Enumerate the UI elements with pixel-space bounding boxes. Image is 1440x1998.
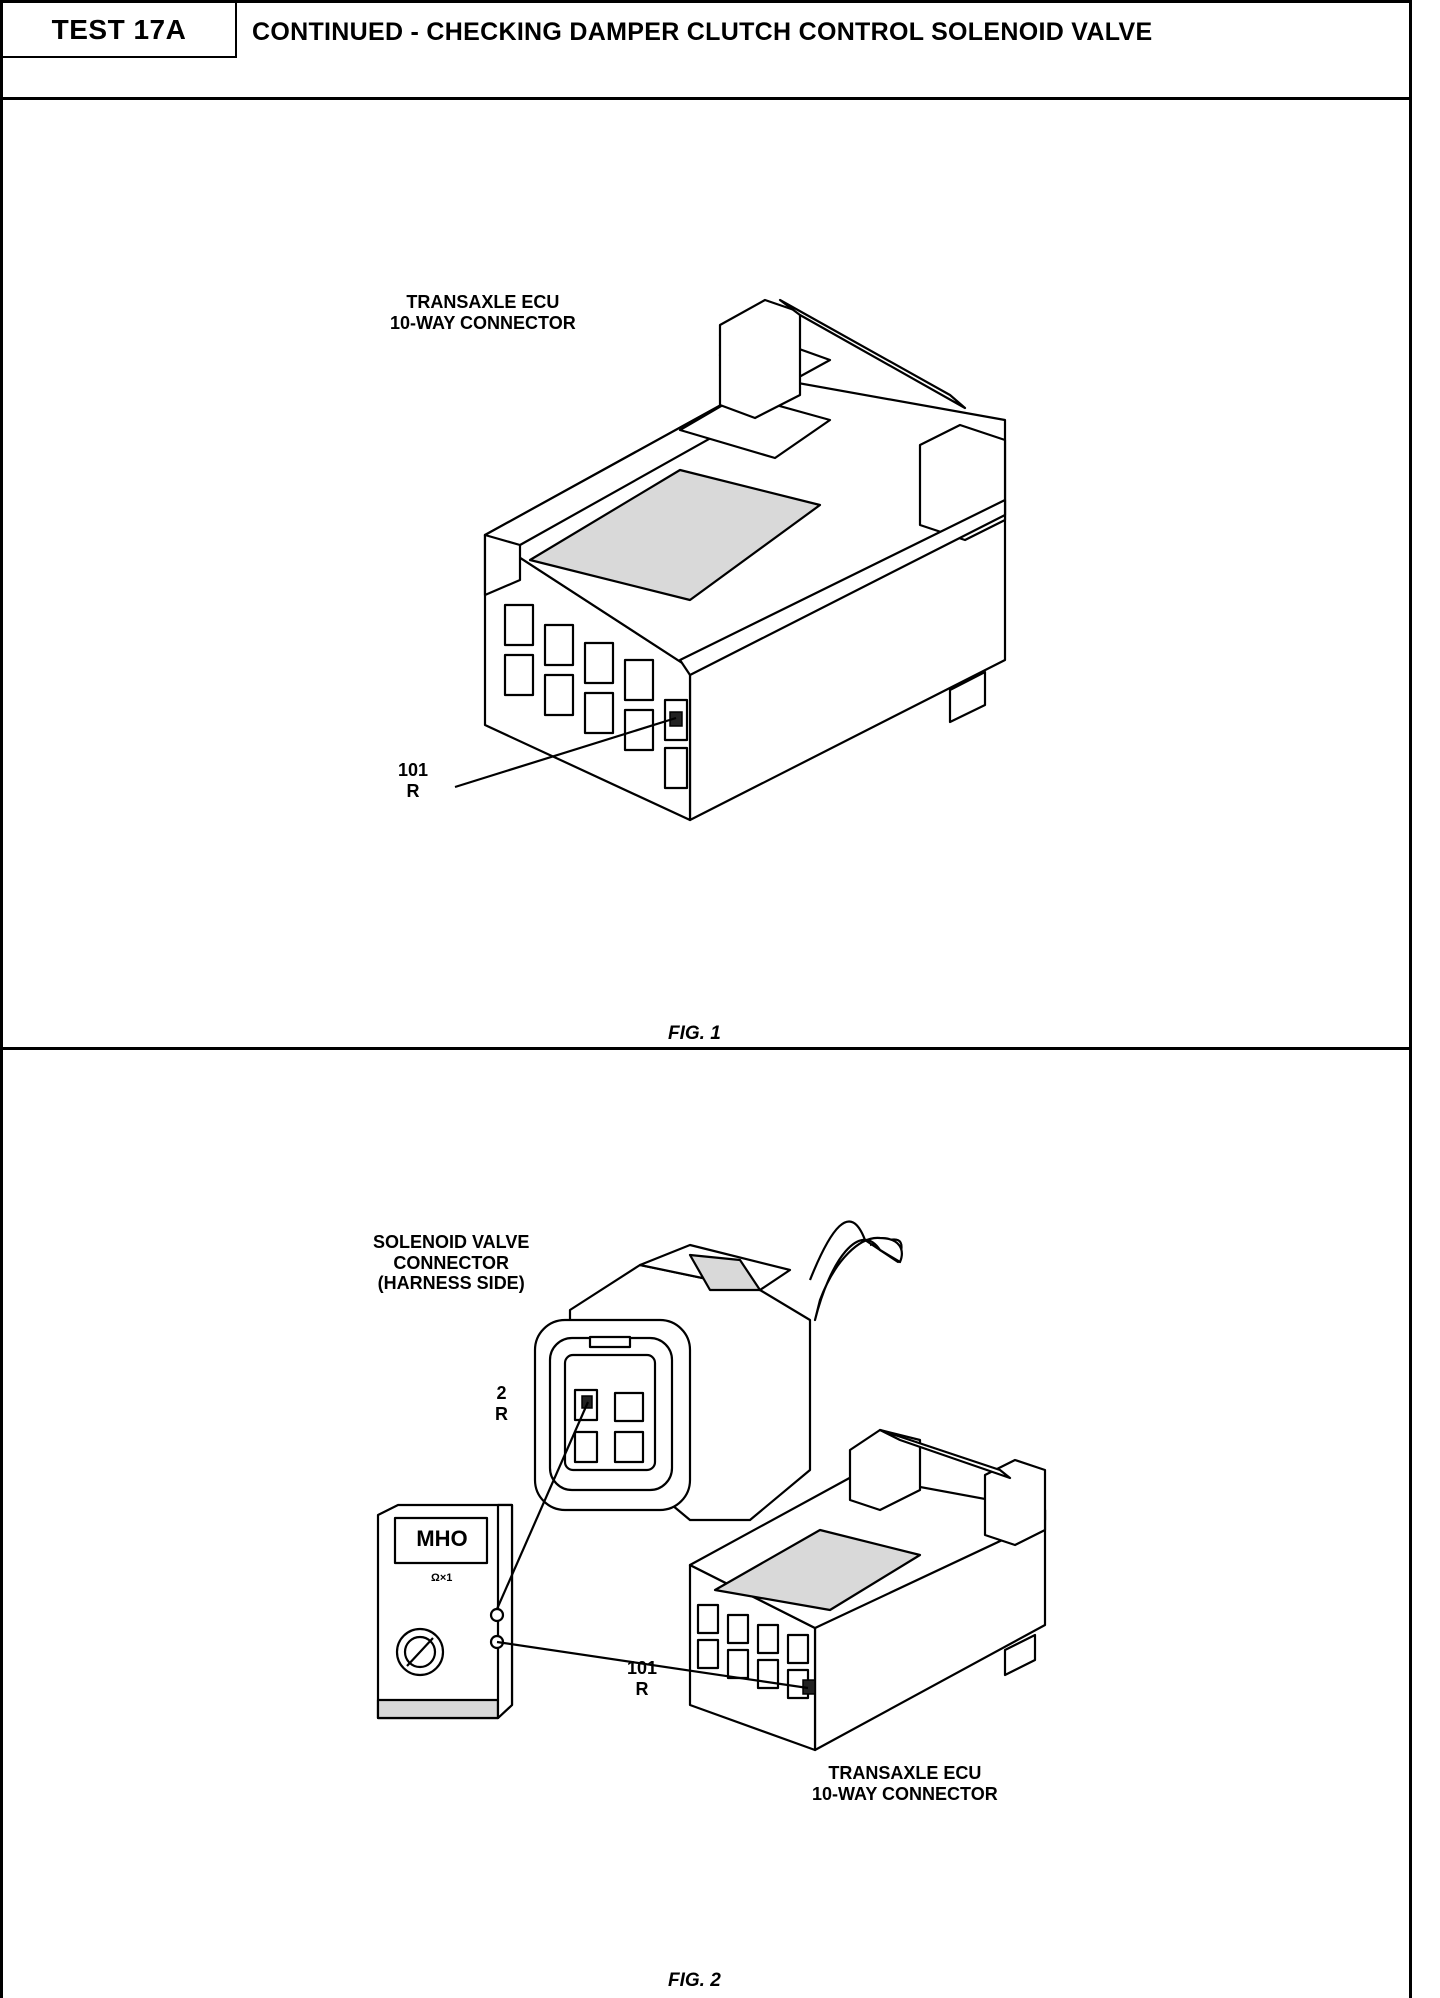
solenoid-connector-label: SOLENOID VALVE CONNECTOR (HARNESS SIDE) bbox=[373, 1232, 530, 1294]
solenoid-terminal-2-label: 2 R bbox=[495, 1383, 508, 1424]
terminal-101-label-fig1: 101 R bbox=[398, 760, 429, 801]
test-title: CONTINUED - CHECKING DAMPER CLUTCH CONTR… bbox=[252, 18, 1153, 46]
fig1-caption: FIG. 1 bbox=[668, 1023, 721, 1044]
test-lead-to-solenoid bbox=[495, 1401, 590, 1610]
ecu-connector-fig2 bbox=[688, 1428, 1047, 1752]
terminal-cavities-fig1 bbox=[503, 603, 689, 790]
meter-display: OHM bbox=[416, 1526, 468, 1551]
meter-range-label: Ω×1 bbox=[431, 1572, 453, 1584]
ecu-connector-label-fig1: TRANSAXLE ECU 10-WAY CONNECTOR bbox=[390, 292, 576, 333]
figure-divider bbox=[0, 1047, 1412, 1050]
ecu-connector-fig1 bbox=[454, 298, 1007, 822]
ohmmeter bbox=[376, 1503, 514, 1720]
test-id-box: TEST 17A bbox=[3, 3, 237, 58]
test-header: TEST 17A CONTINUED - CHECKING DAMPER CLU… bbox=[0, 0, 1412, 100]
solenoid-connector bbox=[533, 1243, 812, 1522]
fig2-caption: FIG. 2 bbox=[668, 1970, 721, 1991]
terminal-101-leader-fig1 bbox=[454, 716, 677, 789]
ecu-connector-label-fig2: TRANSAXLE ECU 10-WAY CONNECTOR bbox=[812, 1763, 998, 1804]
test-lead-to-ecu bbox=[496, 1640, 809, 1690]
ecu-terminal-101-label: 101 R bbox=[627, 1658, 658, 1699]
